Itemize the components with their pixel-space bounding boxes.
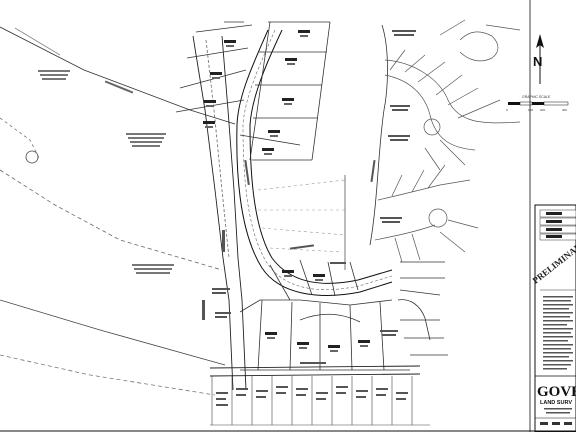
title-notes (543, 296, 573, 370)
title-block: PRELIMINARY PLAT GOVE (529, 0, 576, 432)
bottom-road (209, 365, 421, 377)
north-lot-labels (203, 30, 310, 155)
center-notes (212, 262, 346, 318)
bottom-lot-labels (216, 386, 408, 406)
east-subdivision-labels (380, 30, 416, 223)
scale-tick-0: 0 (506, 108, 508, 112)
south-lots (239, 259, 448, 371)
east-subdivision-middle (374, 164, 479, 263)
company-name: GOVE (537, 384, 576, 400)
graphic-scale: GRAPHIC SCALE 0 100 200 300 (506, 95, 569, 112)
west-parcels (0, 26, 236, 396)
north-arrow: N (533, 34, 544, 84)
scale-tick-3: 300 (562, 108, 567, 112)
north-arrow-head-icon (536, 34, 544, 48)
east-subdivision-north (384, 19, 521, 171)
scale-tick-1: 100 (528, 108, 533, 112)
central-open-space (257, 179, 346, 253)
central-east-boundary (344, 24, 388, 270)
north-lots (175, 21, 331, 161)
south-lot-labels (265, 270, 398, 352)
main-road-corridor (192, 35, 247, 391)
road-labels (202, 159, 376, 364)
north-arrow-letter: N (533, 54, 542, 69)
bottom-lots (210, 376, 430, 426)
graphic-scale-label: GRAPHIC SCALE (522, 95, 551, 99)
company-subtitle: LAND SURV (540, 400, 572, 406)
scale-tick-2: 200 (540, 108, 545, 112)
curved-street (236, 29, 393, 296)
west-owner-notes (38, 70, 174, 274)
